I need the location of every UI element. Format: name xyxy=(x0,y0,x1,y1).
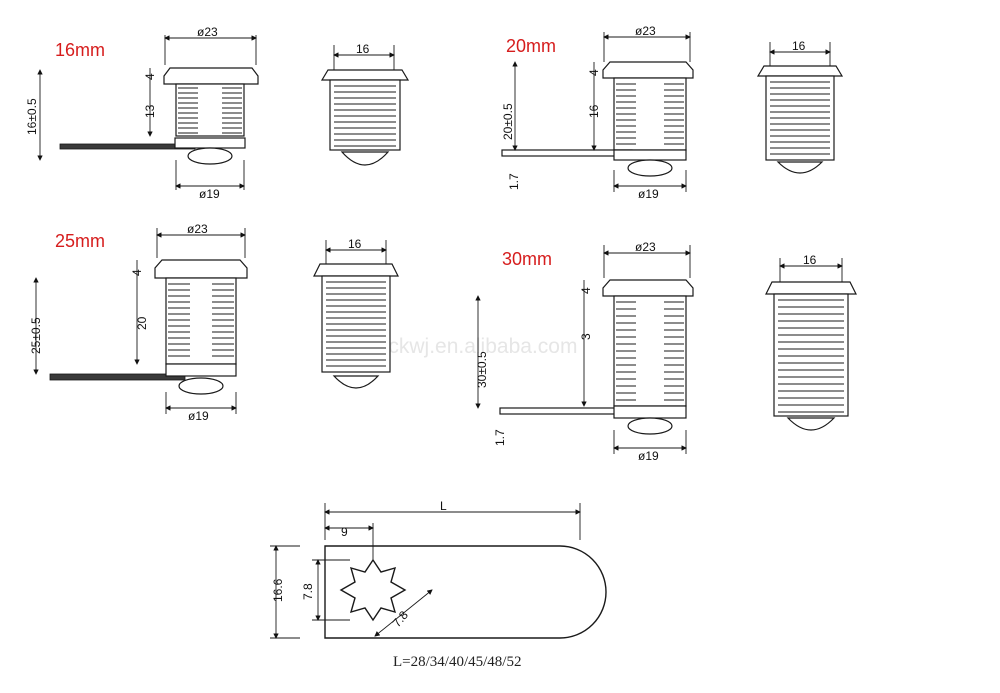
dim-bottom-dia-16: ø19 xyxy=(199,187,220,201)
view-25mm: 25mm ø23 25±0.5 4 20 xyxy=(29,222,399,423)
flange-16 xyxy=(163,67,259,85)
dim-cam-20: 1.7 xyxy=(507,173,521,190)
size-label-25mm: 25mm xyxy=(55,231,105,251)
dim-top-dia-30: ø23 xyxy=(635,240,656,254)
view-16mm: 16mm ø23 16±0.5 4 1 xyxy=(25,25,410,201)
dim-b-30: 3 xyxy=(579,333,593,340)
dim-top-dia-20: ø23 xyxy=(635,24,656,38)
dim-side-16: 16 xyxy=(356,42,370,56)
dim-top-dia-25: ø23 xyxy=(187,222,208,236)
dim-a-25: 4 xyxy=(130,269,144,276)
dim-cam-offset: 9 xyxy=(341,525,348,539)
dim-a-30: 4 xyxy=(579,287,593,294)
dim-a-20: 4 xyxy=(587,69,601,76)
dim-a-16: 4 xyxy=(143,73,157,80)
size-label-30mm: 30mm xyxy=(502,249,552,269)
dim-side-30: 16 xyxy=(803,253,817,267)
dim-total-25: 25±0.5 xyxy=(29,317,43,354)
dim-bottom-dia-25: ø19 xyxy=(188,409,209,423)
dim-side-20: 16 xyxy=(792,39,806,53)
star-hole xyxy=(339,558,407,622)
dim-star-height: 7.8 xyxy=(301,583,315,600)
dim-total-30: 30±0.5 xyxy=(475,351,489,388)
view-30mm: 30mm ø23 30±0.5 1.7 xyxy=(475,240,857,463)
dim-b-25: 20 xyxy=(135,316,149,330)
size-label-20mm: 20mm xyxy=(506,36,556,56)
dim-cam-length: L xyxy=(440,499,447,513)
dim-cam-30: 1.7 xyxy=(493,429,507,446)
dim-side-25: 16 xyxy=(348,237,362,251)
dim-top-dia-16: ø23 xyxy=(197,25,218,39)
dim-b-16: 13 xyxy=(143,104,157,118)
cam-plate xyxy=(324,545,607,639)
size-label-16mm: 16mm xyxy=(55,40,105,60)
dim-bottom-dia-30: ø19 xyxy=(638,449,659,463)
cam-plate-drawing: L 9 16.6 7.8 7.8 L=28/34/40/45/48/52 xyxy=(270,499,607,670)
lengths-note: L=28/34/40/45/48/52 xyxy=(393,654,521,670)
dim-cam-width: 16.6 xyxy=(271,578,285,602)
dim-b-20: 16 xyxy=(587,104,601,118)
dim-total-20: 20±0.5 xyxy=(501,103,515,140)
view-20mm: 20mm ø23 20±0.5 1.7 4 16 xyxy=(501,24,844,201)
dim-total-16: 16±0.5 xyxy=(25,98,39,135)
dim-bottom-dia-20: ø19 xyxy=(638,187,659,201)
watermark: gdckwj.en.alibaba.com xyxy=(365,335,577,358)
